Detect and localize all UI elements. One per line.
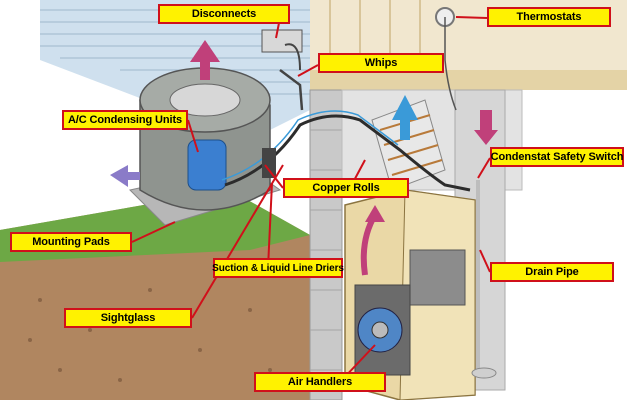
evaporator-coil — [371, 95, 446, 191]
label-condensate-safety-switch: Condenstat Safety Switch — [490, 147, 624, 167]
airflow-up-arrow — [190, 40, 220, 80]
label-whips: Whips — [318, 53, 444, 73]
air-handler — [344, 189, 476, 400]
label-disconnects: Disconnects — [158, 4, 290, 24]
label-air-handlers: Air Handlers — [254, 372, 386, 392]
label-suction-liquid-line-driers: Suction & Liquid Line Driers — [212, 258, 344, 278]
refrigerant-lines — [221, 17, 471, 192]
label-mounting-pads: Mounting Pads — [10, 232, 132, 252]
return-air-arrow — [474, 110, 498, 145]
airflow-in-arrow — [110, 165, 140, 187]
ground-soil — [0, 190, 310, 400]
label-copper-rolls: Copper Rolls — [283, 178, 409, 198]
label-ac-condensing-units: A/C Condensing Units — [62, 110, 188, 130]
filter-drier — [262, 148, 276, 178]
drain-pipe — [471, 180, 497, 379]
label-drain-pipe: Drain Pipe — [490, 262, 614, 282]
leader-lines — [131, 16, 491, 383]
cool-air-arrow — [392, 95, 418, 140]
disconnect-box — [261, 29, 303, 53]
label-thermostats: Thermostats — [487, 7, 611, 27]
label-sightglass: Sightglass — [64, 308, 192, 328]
